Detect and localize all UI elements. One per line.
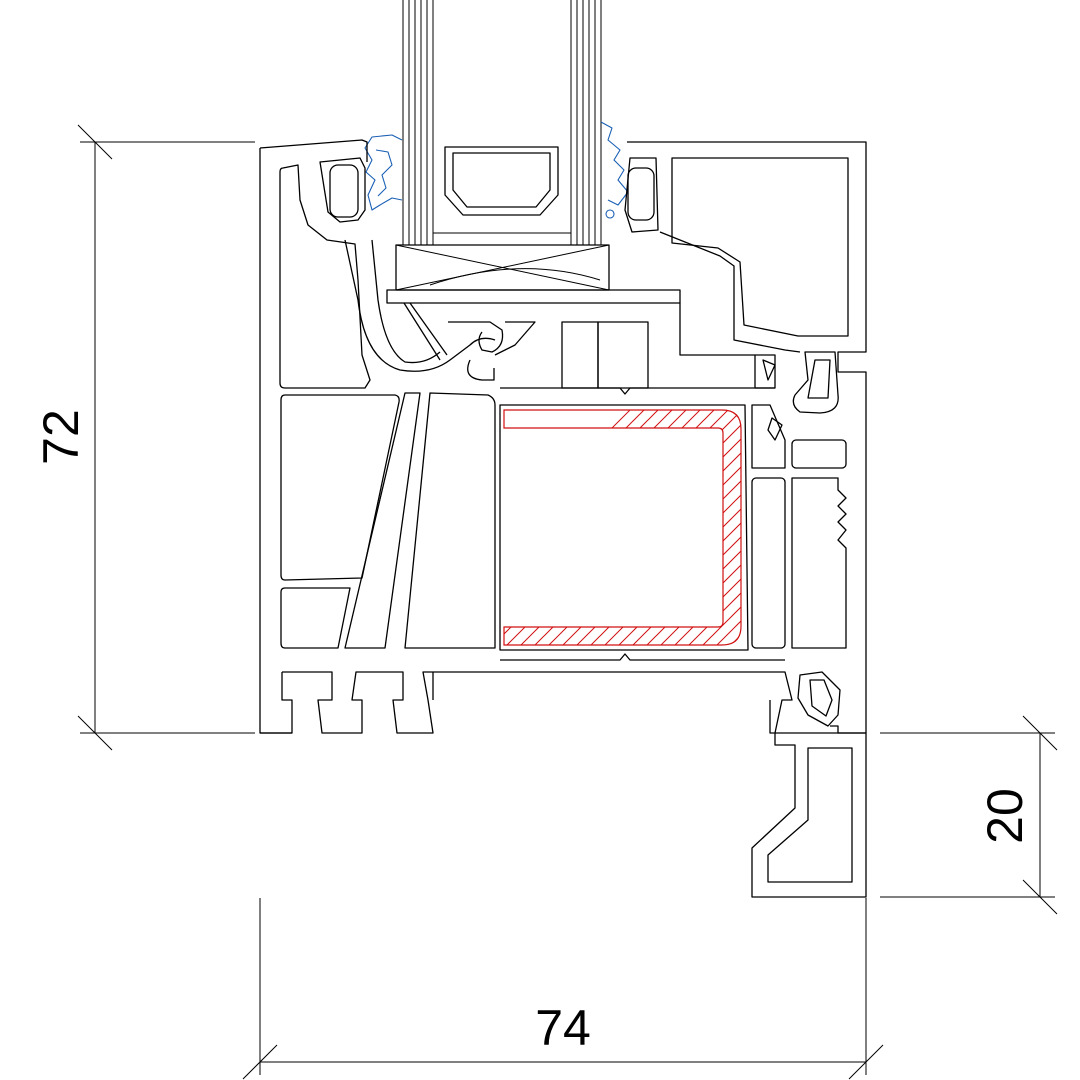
hatch-line	[659, 410, 741, 645]
dimension-width: 74	[242, 898, 884, 1080]
hatch-line	[603, 410, 741, 645]
hatch-line	[504, 410, 711, 645]
hatch-line	[504, 410, 655, 645]
glazing-unit	[386, 0, 681, 304]
dimension-sash-offset: 20	[880, 715, 1058, 915]
hatch-line	[504, 410, 641, 645]
hatch-line	[758, 400, 1018, 660]
hatch-line	[504, 410, 739, 645]
hatch-line	[673, 410, 741, 645]
dimension-width-label: 74	[535, 1000, 591, 1056]
hatch-line	[547, 410, 741, 645]
glazing-gasket-right	[600, 121, 629, 219]
dimension-height-label: 72	[33, 409, 89, 465]
hatch-line	[575, 410, 741, 645]
dimension-height: 72	[33, 124, 255, 751]
glazing-gasket-left	[364, 134, 403, 211]
steel-reinforcement	[503, 400, 1032, 660]
hatch-line	[533, 410, 741, 645]
hatch-line	[504, 410, 725, 645]
hatch-line	[504, 410, 669, 645]
hatch-line	[561, 410, 741, 645]
frame-profile	[259, 139, 867, 898]
hatch-line	[772, 400, 1032, 660]
hatch-line	[504, 410, 697, 645]
hatch-line	[687, 410, 741, 645]
hatch-line	[631, 410, 741, 645]
hatch-line	[744, 400, 1004, 660]
hatch-line	[504, 410, 683, 645]
steel-hatching	[504, 400, 1032, 660]
hatch-line	[504, 410, 741, 645]
dimension-sash-offset-label: 20	[977, 788, 1033, 844]
hatch-line	[589, 410, 741, 645]
hatch-line	[729, 410, 741, 645]
